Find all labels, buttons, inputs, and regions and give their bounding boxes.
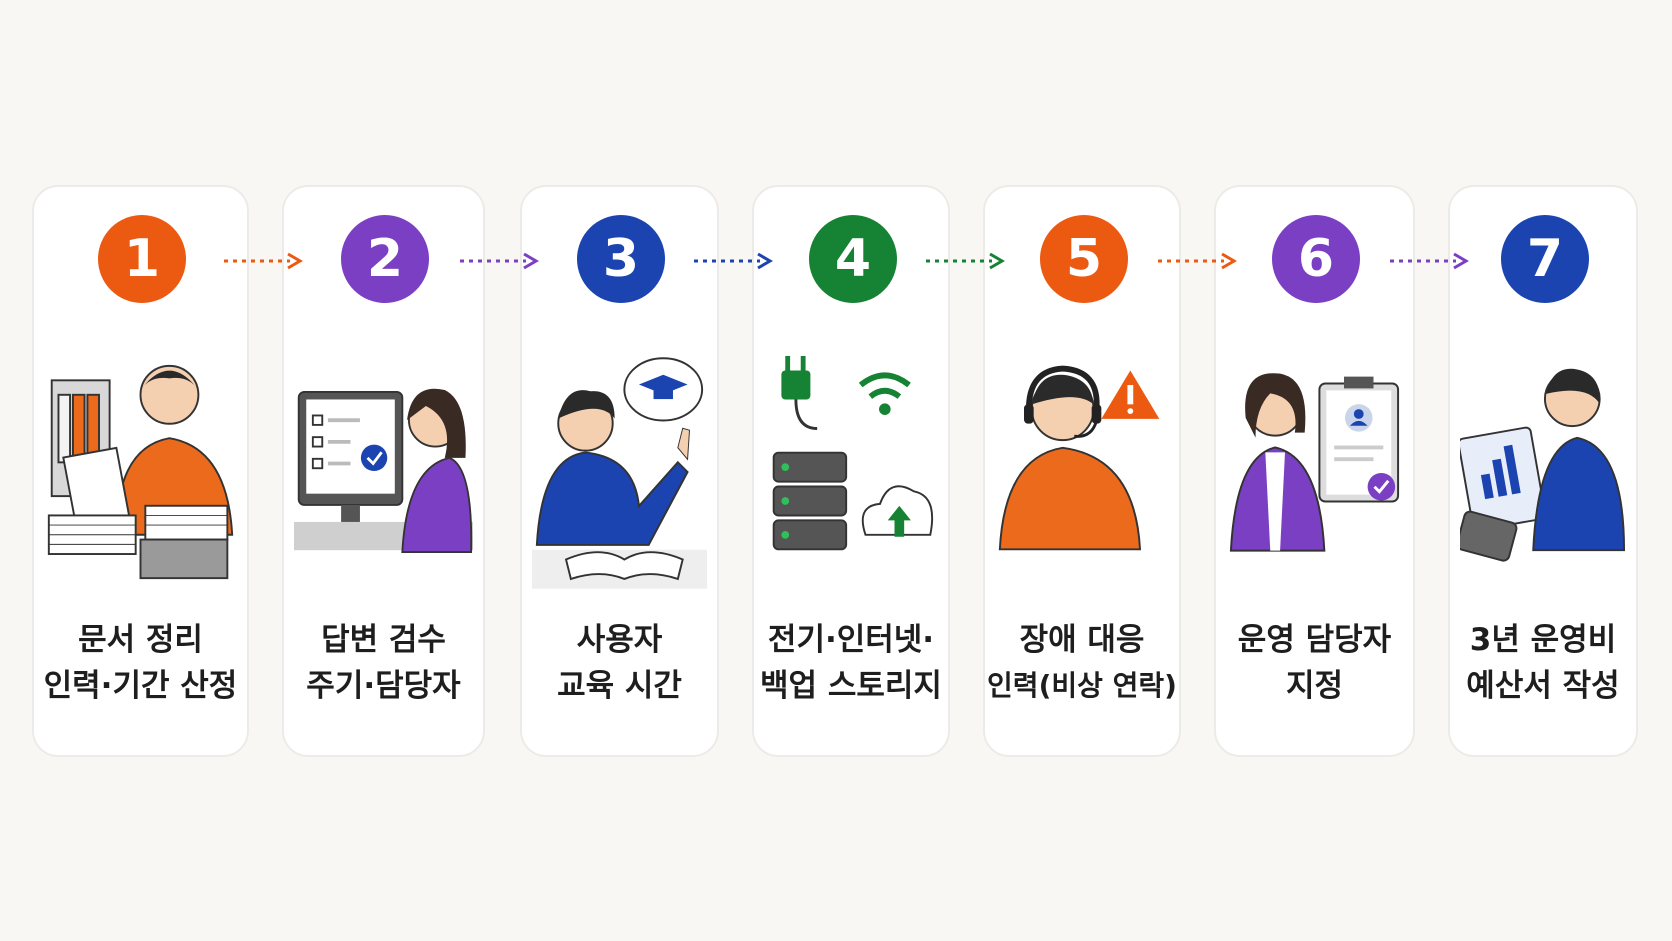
step-label-3: 사용자 교육 시간 bbox=[557, 622, 682, 704]
step-card-5: 5 장애 대응 인력(비상 연락) bbox=[983, 185, 1181, 757]
step-label-2: 답변 검수 주기·담당자 bbox=[306, 622, 461, 704]
step-badge-7: 7 bbox=[1501, 215, 1589, 303]
step-badge-3: 3 bbox=[577, 215, 665, 303]
step-card-2: 2 답변 검수 주기·담당자 bbox=[282, 185, 485, 757]
clipboard-profile-illustration-icon bbox=[1226, 347, 1403, 597]
flow-arrow-6 bbox=[1390, 252, 1469, 270]
flow-arrow-5 bbox=[1158, 252, 1237, 270]
monitor-checklist-illustration-icon bbox=[294, 347, 473, 597]
step-card-7: 7 3년 운영비 예산서 작성 bbox=[1448, 185, 1638, 757]
step-label-5: 장애 대응 인력(비상 연락) bbox=[987, 622, 1177, 702]
document-organizing-illustration-icon bbox=[44, 347, 237, 597]
step-card-1: 1 문서 정리 인력·기간 산정 bbox=[32, 185, 249, 757]
step-badge-6: 6 bbox=[1272, 215, 1360, 303]
flow-arrow-4 bbox=[926, 252, 1005, 270]
step-badge-2: 2 bbox=[341, 215, 429, 303]
step-label-7: 3년 운영비 예산서 작성 bbox=[1466, 622, 1620, 704]
step-badge-4: 4 bbox=[809, 215, 897, 303]
step-badge-1: 1 bbox=[98, 215, 186, 303]
flow-arrow-2 bbox=[460, 252, 539, 270]
step-card-3: 3 사용자 교육 시간 bbox=[520, 185, 719, 757]
headset-support-warning-illustration-icon bbox=[995, 347, 1169, 597]
step-card-4: 4 전기·인터넷· 백업 스토리지 bbox=[752, 185, 950, 757]
budget-calculator-chart-illustration-icon bbox=[1460, 347, 1626, 597]
flow-arrow-3 bbox=[694, 252, 773, 270]
step-card-6: 6 운영 담당자 지정 bbox=[1214, 185, 1415, 757]
step-label-4: 전기·인터넷· 백업 스토리지 bbox=[760, 622, 942, 704]
power-wifi-server-cloud-illustration-icon bbox=[764, 347, 938, 597]
student-graduation-cap-illustration-icon bbox=[532, 347, 707, 597]
step-badge-5: 5 bbox=[1040, 215, 1128, 303]
step-label-1: 문서 정리 인력·기간 산정 bbox=[43, 622, 238, 704]
step-label-6: 운영 담당자 지정 bbox=[1237, 622, 1392, 704]
flow-arrow-1 bbox=[224, 252, 303, 270]
